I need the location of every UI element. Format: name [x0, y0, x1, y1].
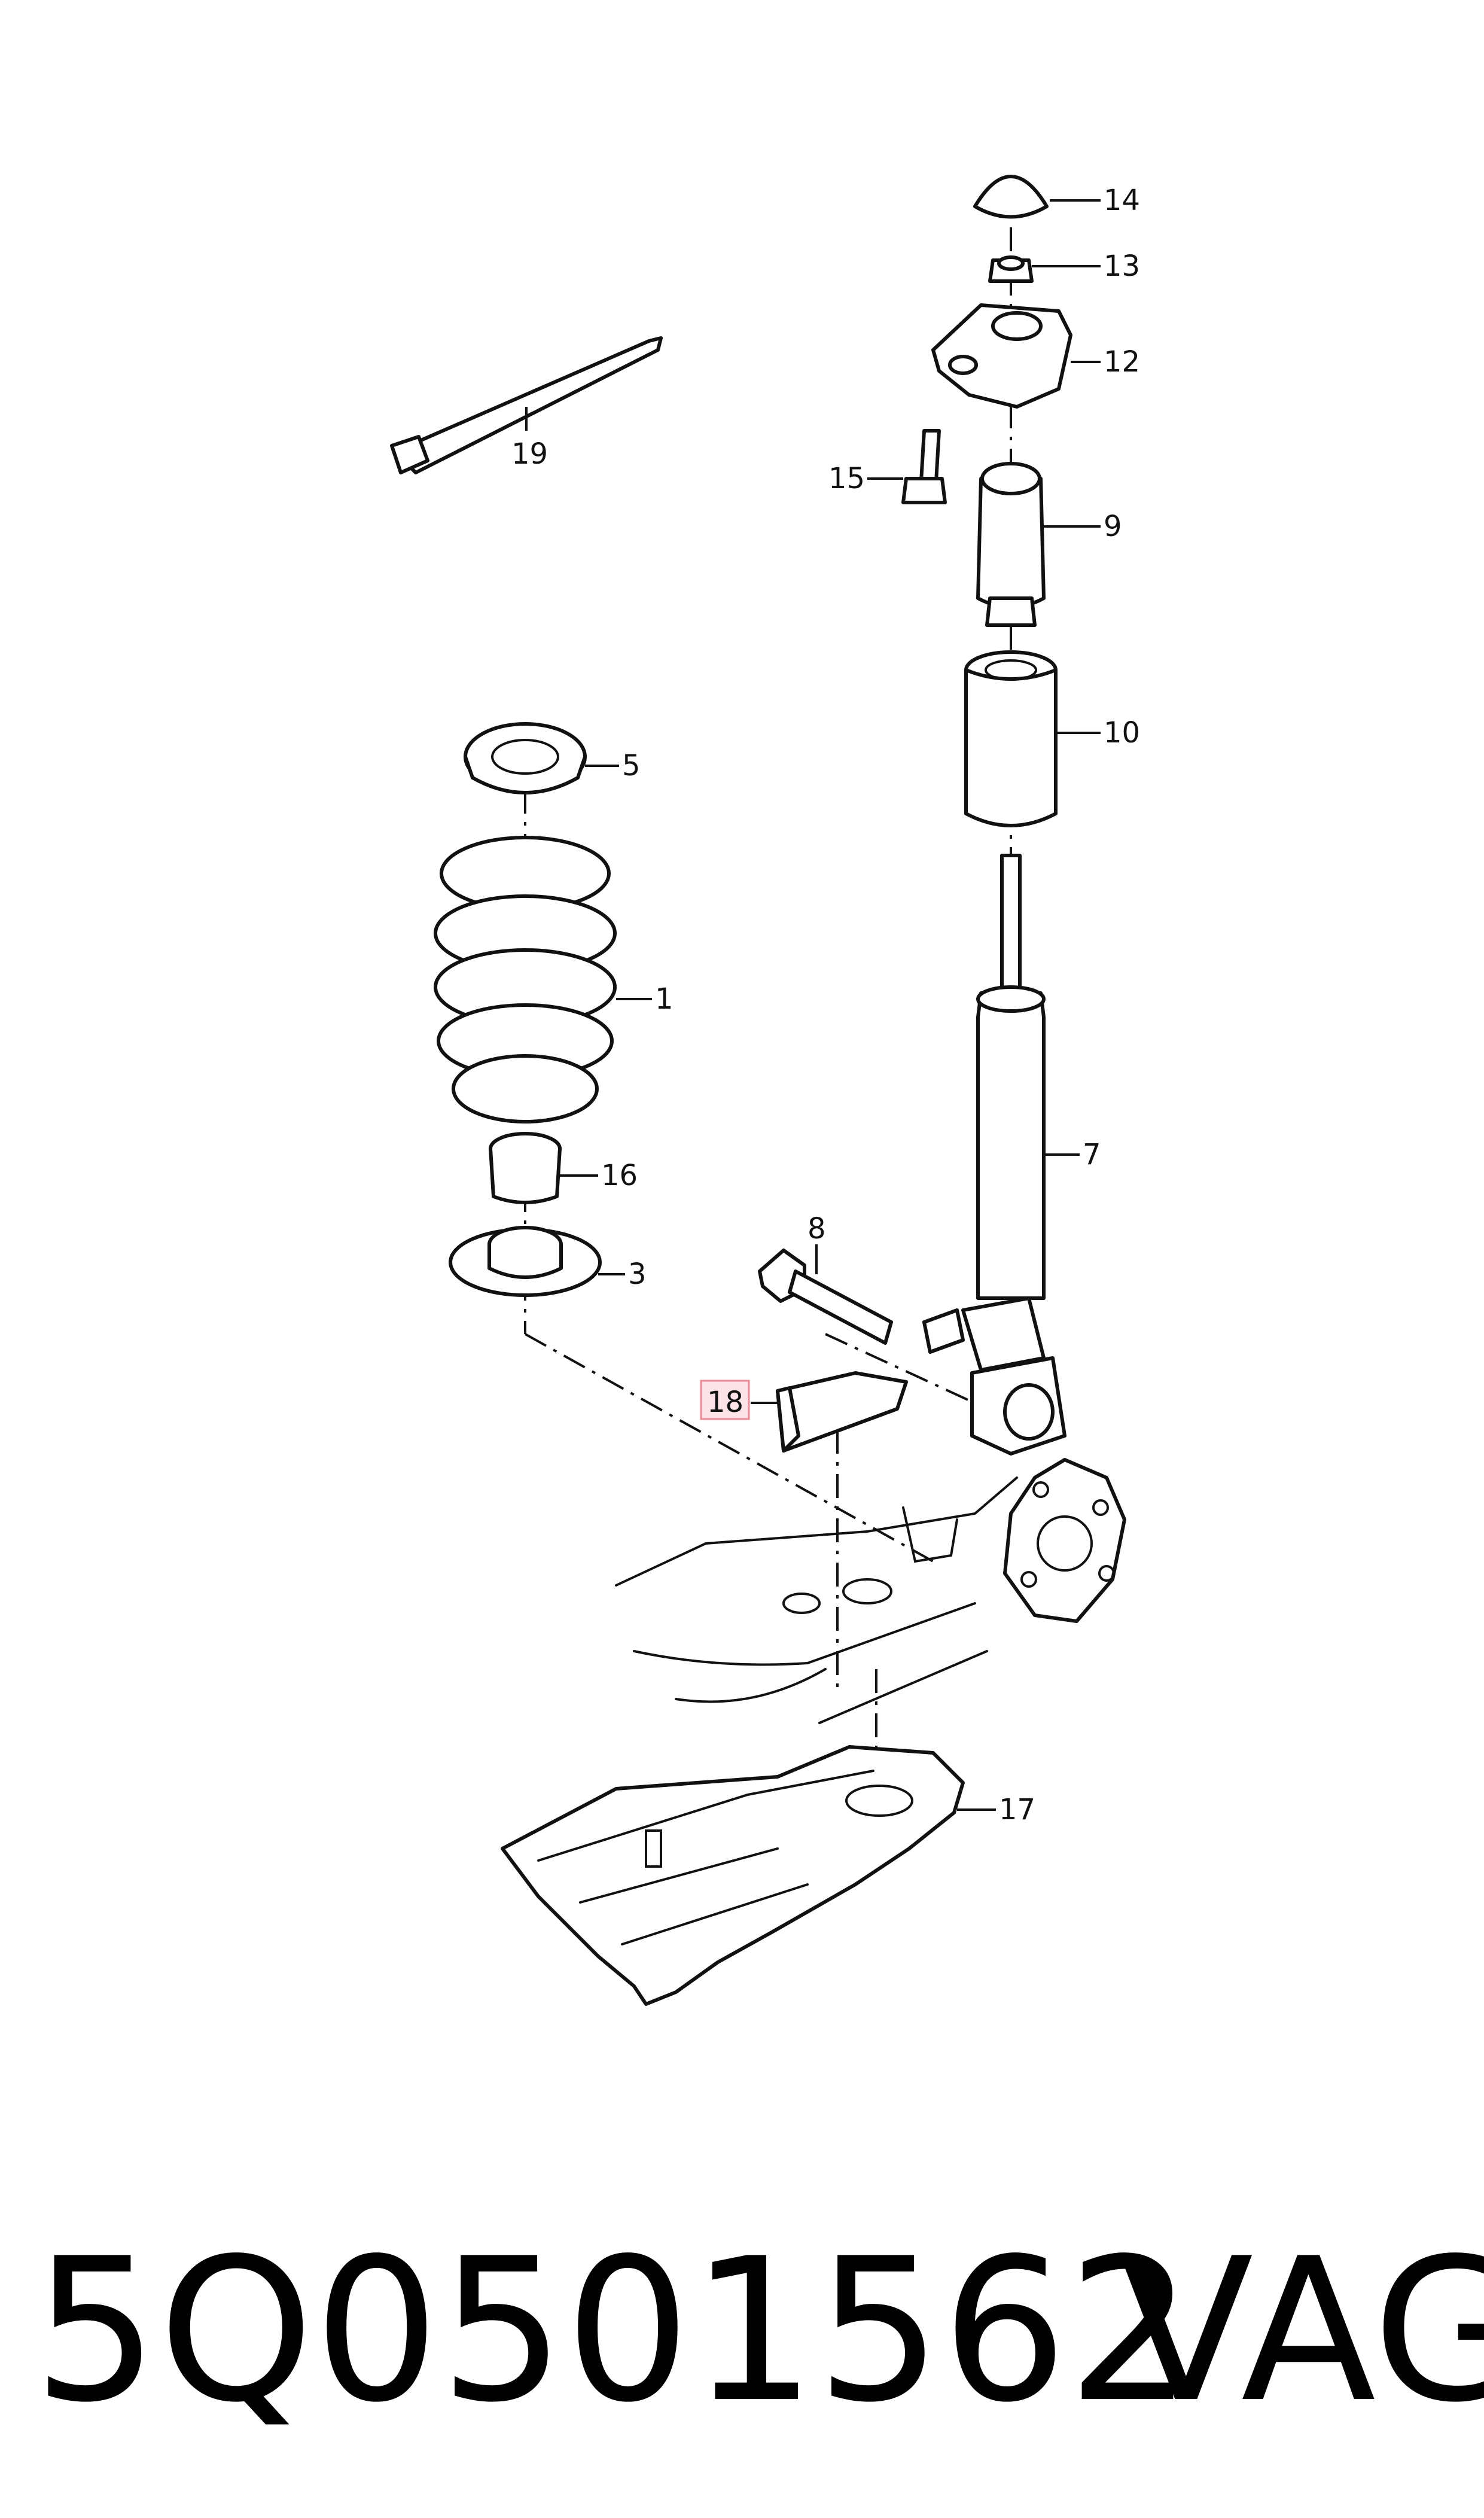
bracket-part-18	[751, 1371, 908, 1453]
bump-stop	[976, 462, 1101, 627]
callout-labels: 1 3 5 7 8 9 10 12 13 14 15 16 17 18 19	[511, 184, 1140, 1826]
callout-15: 15	[828, 462, 865, 495]
callout-8: 8	[807, 1212, 826, 1246]
hex-nut	[988, 255, 1101, 283]
spring-pad	[489, 1132, 598, 1204]
callout-9: 9	[1104, 510, 1122, 543]
callout-18-highlight-box	[701, 1381, 749, 1419]
callout-12: 12	[1104, 345, 1140, 379]
coil-spring	[434, 836, 652, 1123]
callout-18: 18	[707, 1386, 743, 1419]
brand-name: VAG	[1119, 2216, 1484, 2446]
part-number: 5Q0501562	[33, 2216, 1193, 2446]
cable-tie	[390, 336, 663, 474]
strut-mount	[931, 303, 1101, 409]
bolt-small	[867, 429, 947, 504]
callout-14: 14	[1104, 184, 1140, 217]
part-number-footer: 5Q0501562 VAG	[33, 2216, 1484, 2446]
callout-16: 16	[601, 1159, 638, 1192]
callout-5: 5	[622, 749, 641, 783]
spring-seat-lower	[449, 1226, 625, 1297]
wheel-carrier	[1003, 1458, 1126, 1623]
callout-13: 13	[1104, 249, 1140, 283]
underbody-panel	[501, 1745, 996, 2006]
callout-7: 7	[1083, 1138, 1101, 1171]
spring-seat-upper	[464, 722, 619, 794]
callout-18-highlight-border	[700, 1380, 750, 1420]
shock-absorber	[922, 854, 1080, 1456]
dust-cap	[973, 175, 1101, 219]
callout-17: 17	[999, 1793, 1035, 1826]
rear-subframe	[615, 1476, 1018, 1724]
dust-boot	[964, 650, 1101, 827]
callout-3: 3	[628, 1258, 647, 1291]
callout-19: 19	[511, 437, 548, 471]
callout-10: 10	[1104, 716, 1140, 750]
callout-1: 1	[655, 982, 674, 1016]
bolt-long	[758, 1244, 893, 1345]
exploded-view-diagram: 1 3 5 7 8 9 10 12 13 14 15 16 17 18 19	[390, 175, 1140, 2006]
